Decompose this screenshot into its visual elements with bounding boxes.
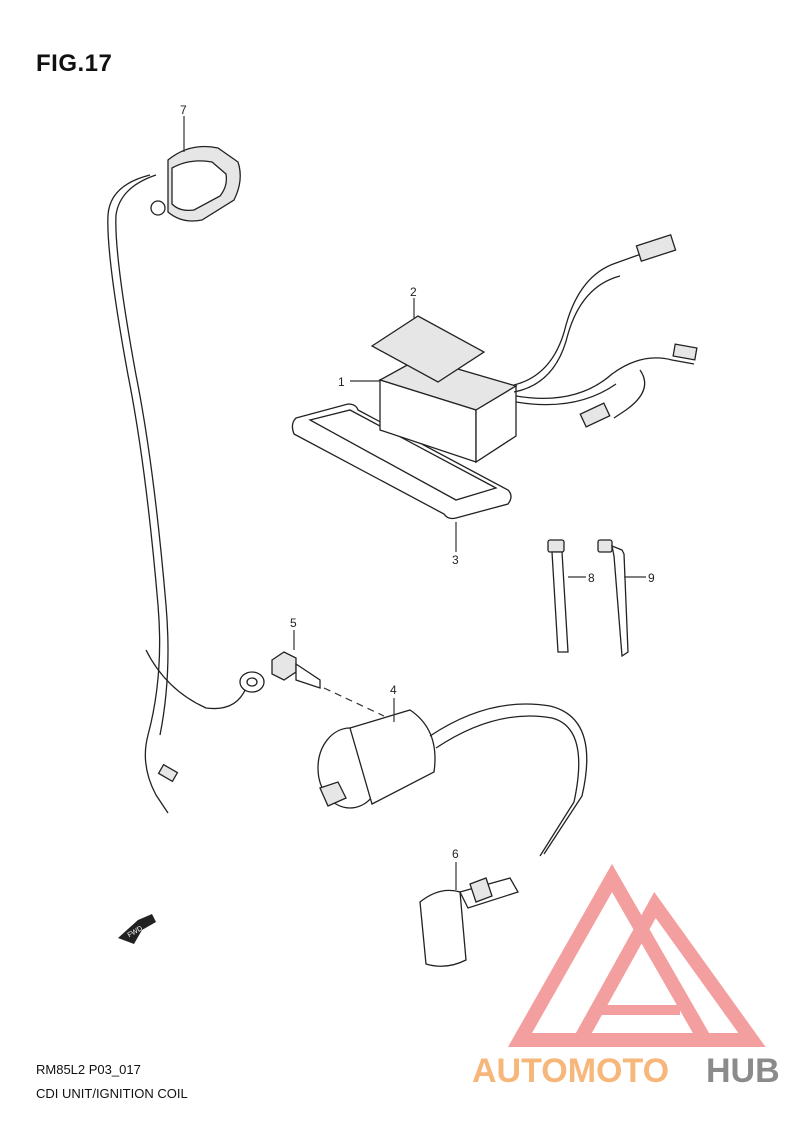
watermark-text-automoto: AUTOMOTO xyxy=(472,1052,669,1090)
callout-1: 1 xyxy=(338,375,345,389)
watermark-logo xyxy=(507,863,766,1047)
callout-3: 3 xyxy=(452,553,459,567)
callout-2: 2 xyxy=(410,285,417,299)
part-2-cdi-cushion xyxy=(370,315,486,383)
part-4-ignition-coil xyxy=(317,703,588,857)
part-5-bolt xyxy=(271,651,385,717)
diagram-code: RM85L2 P03_017 xyxy=(36,1062,141,1077)
callout-8: 8 xyxy=(588,571,595,585)
callout-4: 4 xyxy=(390,683,397,697)
part-7-engine-stop-switch xyxy=(107,145,265,814)
part-8-cable-tie xyxy=(547,539,569,653)
callout-6: 6 xyxy=(452,847,459,861)
figure-title: FIG.17 xyxy=(36,50,113,77)
callout-9: 9 xyxy=(648,571,655,585)
part-3-cdi-strap xyxy=(291,403,512,520)
part-6-spark-plug-cap xyxy=(419,877,519,967)
part-1-cdi-unit xyxy=(378,234,698,464)
callout-5: 5 xyxy=(290,616,297,630)
diagram-name: CDI UNIT/IGNITION COIL xyxy=(36,1086,188,1101)
part-9-clamp xyxy=(597,539,629,658)
watermark-text-hub: HUB xyxy=(706,1052,780,1090)
forward-direction-arrow: FWD xyxy=(118,914,156,944)
callout-7: 7 xyxy=(180,103,187,117)
